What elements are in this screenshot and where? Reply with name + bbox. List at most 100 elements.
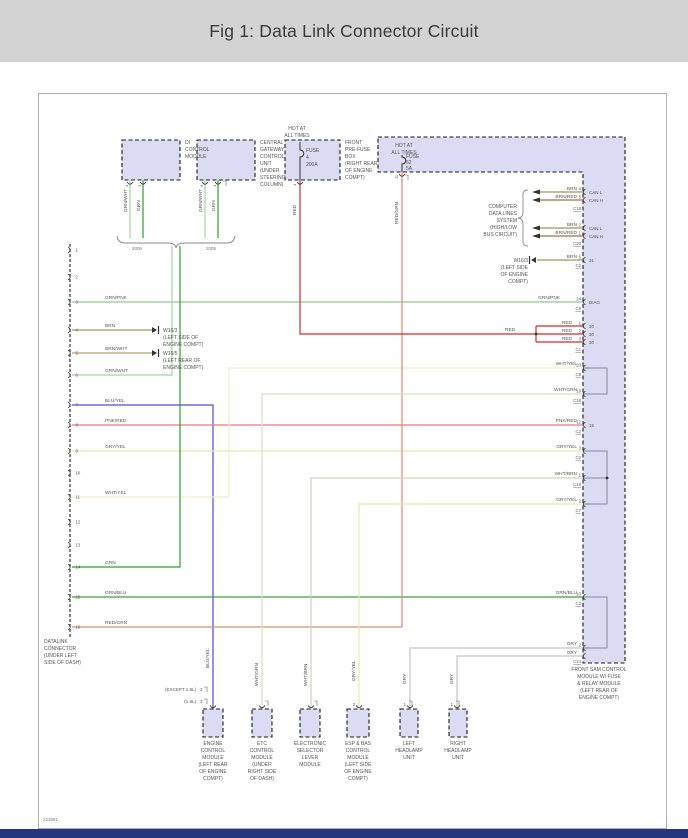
label: MODULE [347,755,369,761]
connector-id: C1 [576,347,582,352]
label: HEADLAMP [395,748,423,754]
label: RED/GRN [105,620,128,626]
label: BRN [567,186,578,192]
label: 2006 [132,246,143,251]
label: LEFT [403,741,415,747]
sam-pin-terminal [582,330,586,338]
label: OF ENGINE [500,272,528,278]
label: RIGHT [450,741,466,747]
dlc-pin-number: 7 [76,403,79,408]
label: RED [562,328,573,334]
label: CAN L [589,190,603,195]
sam-pin-terminal [582,322,586,330]
label: (LEFT REAR [198,762,227,768]
module-pin-terminal [126,181,134,185]
label: 4 [292,183,297,186]
continuation-arrow-icon [532,225,540,231]
module-pin-terminal [139,181,147,185]
module-pin-terminal [201,181,209,185]
label: FRONT [345,140,362,146]
label: (UNDER [260,168,280,174]
label: 3 [579,446,582,451]
label: GRN/WHT [198,189,204,212]
label: GRY/YEL [351,660,357,681]
label: BRN [105,323,116,329]
label: COMPT) [345,175,365,181]
wire-GRN/WHT-dlc6 [72,246,173,376]
label: COMPUTER [488,204,517,210]
connector-id: C18 [573,482,581,487]
sam-pin-terminal [582,338,586,346]
connector-id: C8 [576,306,582,311]
continuation-arrow-icon [532,233,540,239]
label: 222881 [43,817,59,822]
label: MODULE [202,755,224,761]
label: GRN/PNK [105,295,128,301]
label: 3 [199,184,204,187]
wire-WHT/YEL [72,367,583,498]
label: RED/GRN [394,201,400,224]
connector-bracket-icon [456,700,460,706]
dlc-pin-terminal [67,623,71,631]
sam-pin-terminal [582,500,586,508]
label: RED [292,204,298,215]
label: GRN [211,200,217,211]
dlc-pin-terminal [67,371,71,379]
label: UNIT [260,161,272,167]
dlc-pin-number: 14 [76,565,81,570]
label: CONTROL [201,748,226,754]
label: W16/3 [163,328,178,334]
label: COMPT) [203,776,223,782]
label: BRN/RED [555,230,577,236]
label: (EXCEPT 1.8L) [165,687,196,692]
sam-pin-terminal [582,256,586,264]
label: 1 [450,702,453,707]
label: OF ENGINE [344,769,372,775]
label: SYSTEM [496,218,517,224]
sam-internal-link-0 [583,367,608,395]
label: BRN/WHT [105,346,127,352]
connector-bracket-icon [405,174,409,180]
label: BUS CIRCUIT) [483,232,517,238]
connector-bracket-icon [265,700,269,706]
label: 30 [589,324,595,329]
label: BOX [345,154,356,160]
ground-arrow-icon [531,257,536,263]
label: HOT AT [395,143,413,149]
connector-id: C20 [573,241,581,246]
wire-GRY/YEL-esp [358,503,583,709]
label: GRY [402,673,408,684]
label: FUSE [406,154,420,160]
label: BRN [567,222,578,228]
label: OF ENGINE [199,769,227,775]
junction-dot [605,476,609,480]
label: 10 [576,389,581,394]
label: GRY/YEL [556,497,577,503]
title-bar: Fig 1: Data Link Connector Circuit [0,0,688,62]
right-headlamp-box [448,708,468,738]
label: (LEFT REAR OF [580,688,617,694]
module-pin-terminal [355,705,363,709]
label: 12 [576,420,581,425]
label: GRY/YEL [105,444,126,450]
dlc-pin-terminal [67,326,71,334]
junction-dot [534,332,538,336]
etc-control-module-box [251,708,273,738]
label: CONTROL [260,154,285,160]
bottom-accent-bar [0,829,688,838]
label: ETC [257,741,267,747]
dlc-pin-number: 13 [76,543,81,548]
label: OF ENGINE [345,168,373,174]
label: (LEFT SIDE OF [163,335,198,341]
dlc-pin-terminal [67,401,71,409]
label: (1.8L) [184,699,196,704]
label: CAN L [589,226,603,231]
label: WHT/GRN [554,387,577,393]
label: ENGINE [203,741,223,747]
label: UNIT [403,755,415,761]
label: 4 [212,184,217,187]
label: BRN [567,254,578,260]
label: ALL TIMES [284,133,310,139]
sam-internal-link-3 [583,596,608,649]
electronic-selector-box [299,708,321,738]
